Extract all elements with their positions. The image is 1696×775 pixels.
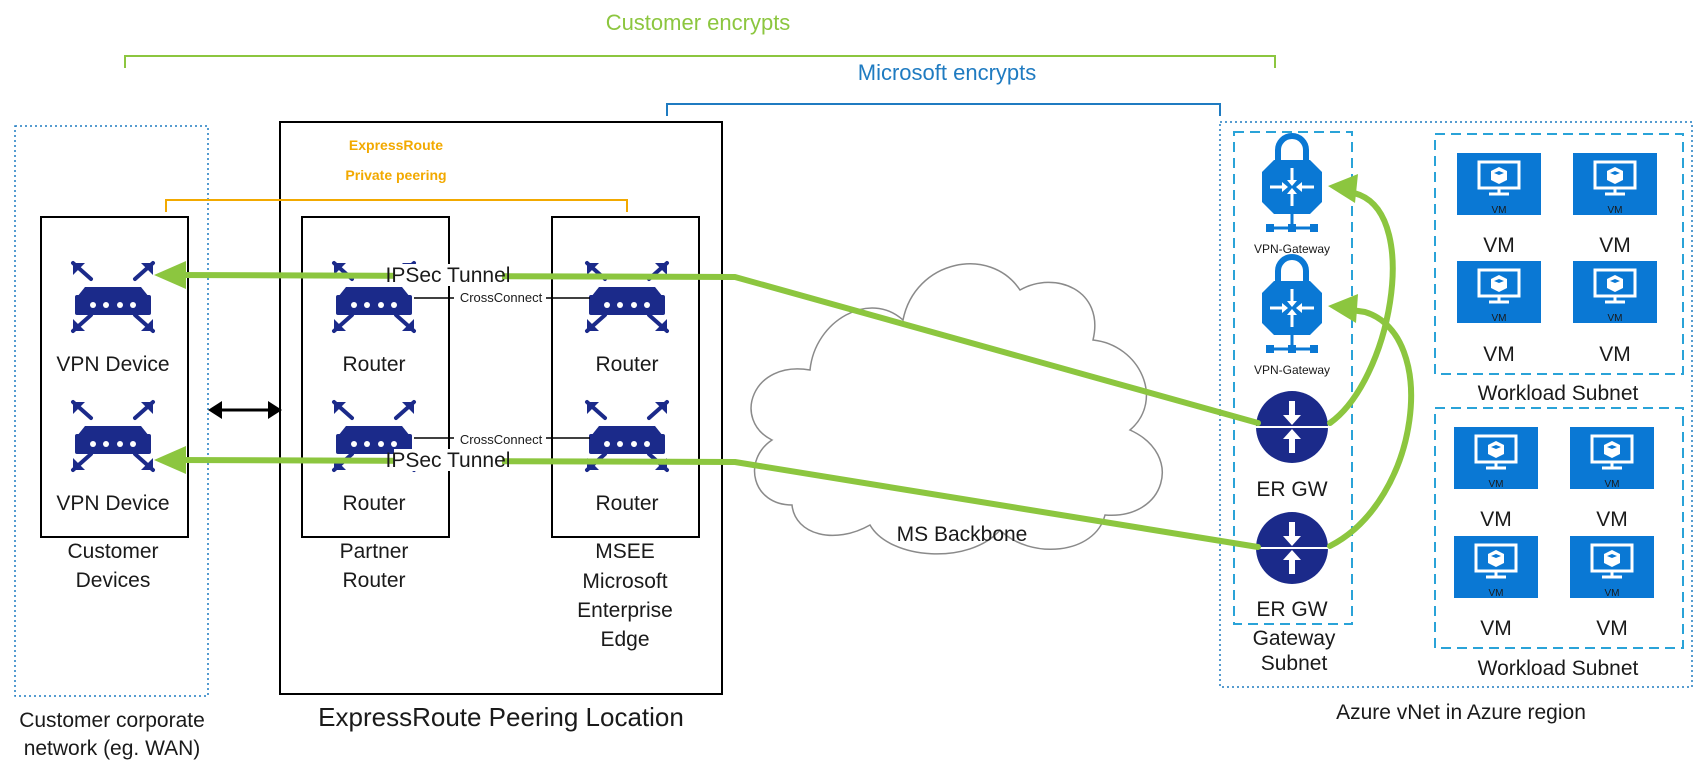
ms-backbone-label: MS Backbone: [897, 523, 1028, 546]
er-gateway-label: ER GW: [1256, 598, 1327, 621]
vm-icon-label: VM: [1608, 205, 1623, 216]
vm-icon-label: VM: [1489, 588, 1504, 599]
vm-tile: VM: [1452, 534, 1540, 600]
vm-tile: VM: [1571, 259, 1659, 325]
vm-label: VM: [1596, 508, 1628, 531]
vm-label: VM: [1596, 617, 1628, 640]
workload-subnet-caption: Workload Subnet: [1478, 382, 1639, 405]
vm-label: VM: [1483, 343, 1515, 366]
vm-label: VM: [1599, 343, 1631, 366]
msee-caption-line2: Microsoft: [582, 570, 667, 593]
gateway-arrowhead-icon: [1328, 174, 1358, 203]
vm-label: VM: [1480, 617, 1512, 640]
azure-region-caption: Azure vNet in Azure region: [1336, 701, 1586, 724]
vm-label: VM: [1480, 508, 1512, 531]
customer-network-caption-line2: network (eg. WAN): [24, 737, 201, 760]
ipsec-tunnel-label: IPSec Tunnel: [386, 264, 511, 287]
ipsec-tunnel-label: IPSec Tunnel: [386, 449, 511, 472]
ms-backbone-cloud-icon: [750, 263, 1163, 555]
private-peering-label-line2: Private peering: [345, 167, 446, 183]
vm-icon-label: VM: [1605, 588, 1620, 599]
ipsec-tunnel-path: [169, 457, 1261, 550]
peering-location-title: ExpressRoute Peering Location: [318, 702, 684, 732]
tunnel-arrowhead-icon: [154, 261, 186, 289]
vm-tile: VM: [1455, 259, 1543, 325]
bidirectional-arrow-icon: [208, 401, 282, 419]
vpn-gateway-label: VPN-Gateway: [1254, 242, 1330, 256]
msee-caption-line1: MSEE: [595, 540, 655, 563]
er-gateway-icon: [1255, 390, 1329, 464]
partner-router-caption-line1: Partner: [340, 540, 409, 563]
microsoft-encrypts-bracket: [666, 103, 1221, 116]
customer-encrypts-label: Customer encrypts: [606, 10, 791, 35]
customer-network-caption-line1: Customer corporate: [19, 709, 205, 732]
azure-vnet-boundary: [1219, 121, 1693, 688]
customer-encrypts-bracket: [124, 55, 1276, 68]
router-label: Router: [595, 353, 658, 376]
vm-label: VM: [1483, 234, 1515, 257]
customer-network-boundary: [14, 125, 209, 697]
er-gateway-icon: [1255, 511, 1329, 585]
tunnel-arrowhead-icon: [154, 446, 186, 474]
crossconnect-label: CrossConnect: [460, 290, 543, 305]
vpn-gateway-icon: [1262, 136, 1322, 232]
msee-caption-line4: Edge: [600, 628, 649, 651]
msee-box: [551, 216, 700, 538]
vpn-device-icon: [71, 400, 155, 472]
vm-icon-label: VM: [1489, 479, 1504, 490]
workload-subnet-caption: Workload Subnet: [1478, 657, 1639, 680]
microsoft-encrypts-label: Microsoft encrypts: [858, 60, 1037, 85]
crossconnect-label: CrossConnect: [460, 432, 543, 447]
vpn-device-label: VPN Device: [56, 353, 169, 376]
workload-subnet-box: [1434, 407, 1684, 649]
router-label: Router: [595, 492, 658, 515]
vm-label: VM: [1599, 234, 1631, 257]
private-peering-bracket: [165, 199, 628, 212]
customer-devices-box: [40, 216, 189, 538]
vm-tile: VM: [1568, 534, 1656, 600]
vm-tile: VM: [1571, 151, 1659, 217]
vpn-gateway-icon: [1262, 257, 1322, 353]
msee-caption-line3: Enterprise: [577, 599, 673, 622]
router-icon: [585, 261, 669, 333]
vm-icon-label: VM: [1608, 313, 1623, 324]
customer-devices-caption-line1: Customer: [67, 540, 158, 563]
private-peering-label-line1: ExpressRoute: [349, 137, 443, 153]
er-gateway-label: ER GW: [1256, 478, 1327, 501]
partner-router-caption-line2: Router: [342, 569, 405, 592]
router-label: Router: [342, 353, 405, 376]
vm-tile: VM: [1452, 425, 1540, 491]
customer-devices-caption-line2: Devices: [76, 569, 151, 592]
workload-subnet-box: [1434, 133, 1684, 375]
gateway-link-path: [1327, 306, 1415, 549]
peering-location-box: [279, 121, 723, 695]
vpn-device-label: VPN Device: [56, 492, 169, 515]
gateway-link-path: [1327, 187, 1396, 426]
ipsec-tunnel-path: [169, 272, 1261, 426]
gateway-subnet-caption-line1: Gateway: [1253, 627, 1336, 650]
vpn-gateway-label: VPN-Gateway: [1254, 363, 1330, 377]
router-label: Router: [342, 492, 405, 515]
vm-tile: VM: [1455, 151, 1543, 217]
partner-router-box: [301, 216, 450, 538]
vpn-device-icon: [71, 261, 155, 333]
gateway-arrowhead-icon: [1328, 294, 1358, 323]
gateway-subnet-caption-line2: Subnet: [1261, 652, 1328, 675]
vm-icon-label: VM: [1492, 313, 1507, 324]
vm-tile: VM: [1568, 425, 1656, 491]
vm-icon-label: VM: [1492, 205, 1507, 216]
vm-icon-label: VM: [1605, 479, 1620, 490]
